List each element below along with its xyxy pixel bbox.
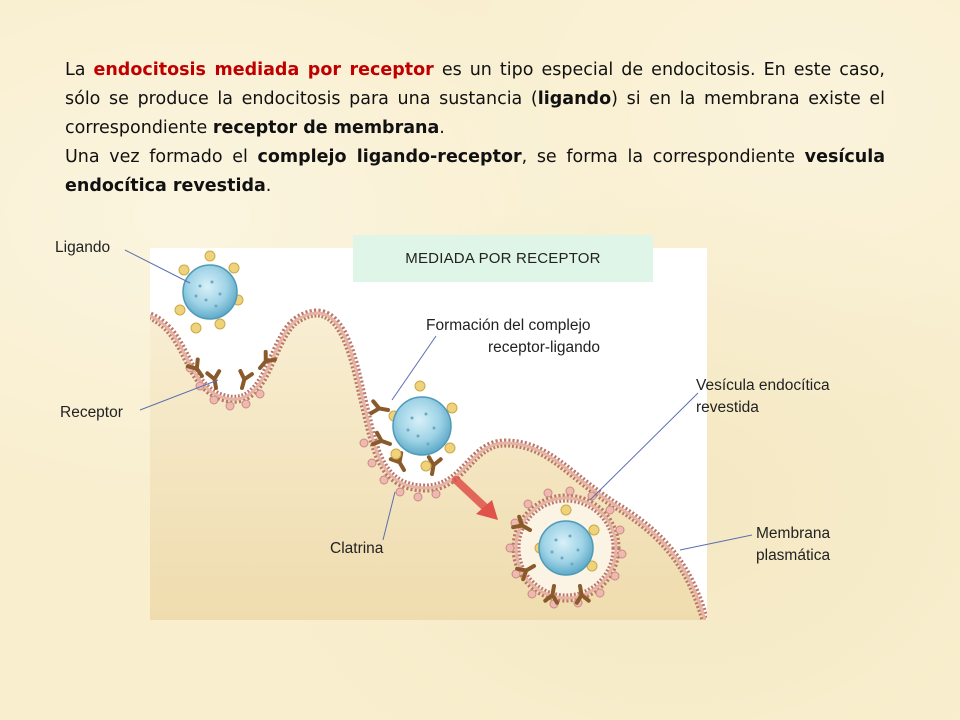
label-ligando: Ligando (55, 239, 111, 256)
process-arrow (452, 476, 498, 520)
diagram-banner: MEDIADA POR RECEPTOR (353, 235, 653, 282)
p2-text-3: . (265, 176, 272, 196)
p1-text-2: es un tipo especial de endocitosis. En e… (65, 60, 885, 109)
label-receptor: Receptor (60, 404, 123, 421)
label-vesicula-1: Vesícula endocítica (696, 377, 830, 394)
p1-text-3: ) si en la membrana existe el correspond… (65, 89, 885, 138)
label-complejo-2: receptor-ligando (488, 339, 601, 356)
clathrin-coat-2 (359, 438, 441, 502)
p1-bold-receptor: receptor de membrana (212, 118, 440, 138)
p1-text-1: La (65, 60, 94, 80)
p2-bold-vesicula: vesícula endocítica revestida (65, 147, 886, 196)
intro-text: La endocitosis mediada por receptor es u… (65, 56, 885, 201)
p2-text-2: , se forma la correspondiente (521, 147, 805, 167)
endocytosis-diagram (150, 248, 707, 620)
p1-bold-ligando: ligando (537, 89, 612, 109)
p1-text-4: . (439, 118, 445, 138)
paragraph-2: Una vez formado el complejo ligando-rece… (65, 143, 885, 201)
p2-text-1: Una vez formado el (65, 147, 258, 167)
p1-highlight-term: endocitosis mediada por receptor (93, 60, 434, 80)
label-clatrina: Clatrina (330, 540, 384, 557)
p2-bold-complejo: complejo ligando-receptor (257, 147, 522, 167)
label-complejo-1: Formación del complejo (426, 317, 591, 334)
ligand-receptor-complex (388, 380, 458, 472)
label-membrana-2: plasmática (756, 547, 831, 564)
paragraph-1: La endocitosis mediada por receptor es u… (65, 56, 885, 143)
label-membrana-1: Membrana (756, 525, 831, 542)
label-vesicula-2: revestida (696, 399, 759, 416)
